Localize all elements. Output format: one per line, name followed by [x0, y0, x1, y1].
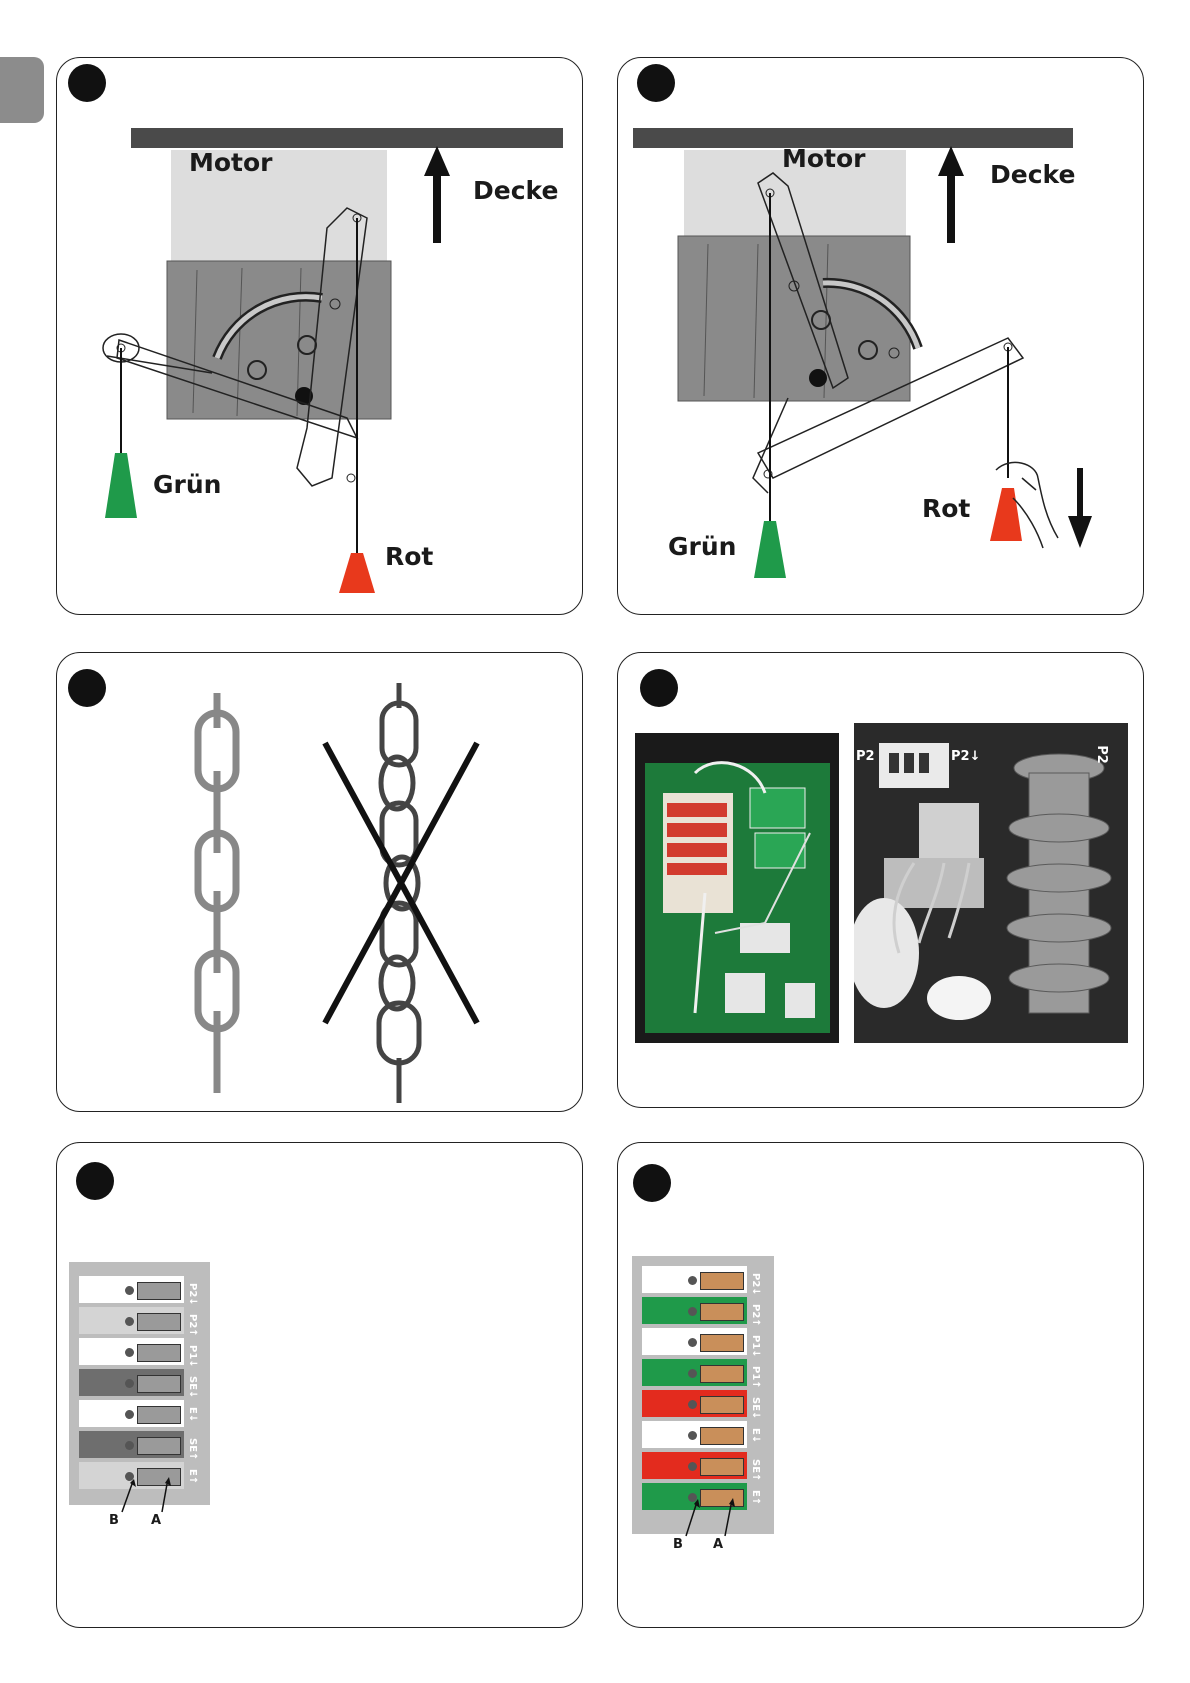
red-label: Rot	[922, 494, 970, 523]
figure-1-drawing	[57, 58, 582, 614]
figure-3-panel	[56, 652, 583, 1112]
twisted-chain	[379, 683, 419, 1103]
pointer-b-label: B	[673, 1537, 683, 1552]
red-handle	[339, 553, 375, 593]
motor-label: Motor	[782, 144, 866, 173]
correct-chain	[198, 693, 236, 1093]
green-label: Grün	[668, 532, 736, 561]
figure-number-badge	[640, 669, 678, 707]
p2-down-label: P2↓	[951, 749, 980, 764]
figure-1-panel: Motor Decke Grün Rot	[56, 57, 583, 615]
green-handle	[105, 453, 137, 518]
pointer-b-label: B	[109, 1513, 119, 1528]
page-edge-tab	[0, 57, 44, 123]
pointer-a-label: A	[713, 1537, 723, 1552]
figure-6-panel: P2↓P2↑P1↓P1↑SE↓E↓SE↑E↑ B A	[617, 1142, 1144, 1628]
green-handle	[754, 521, 786, 578]
figure-2-panel: Motor Decke Grün Rot	[617, 57, 1144, 615]
figure-5-panel: P2↓P2↑P1↓SE↓E↓SE↑E↑ B A	[56, 1142, 583, 1628]
control-board-photo	[635, 733, 839, 1043]
p2-edge-label: P2	[1094, 745, 1109, 764]
figure-4-panel: P2 P2↓ P2	[617, 652, 1144, 1108]
p2-left-label: P2	[856, 749, 875, 764]
ceiling-label: Decke	[990, 160, 1075, 189]
red-handle	[990, 488, 1022, 541]
ceiling-bar	[131, 128, 563, 148]
green-label: Grün	[153, 470, 221, 499]
figure-3-drawing	[57, 653, 582, 1111]
limit-switch-photo: P2 P2↓ P2	[854, 723, 1128, 1043]
motor-plate	[678, 236, 910, 401]
ceiling-label: Decke	[473, 176, 558, 205]
red-label: Rot	[385, 542, 433, 571]
figure-2-drawing	[618, 58, 1143, 614]
pointer-a-label: A	[151, 1513, 161, 1528]
motor-label: Motor	[189, 148, 273, 177]
